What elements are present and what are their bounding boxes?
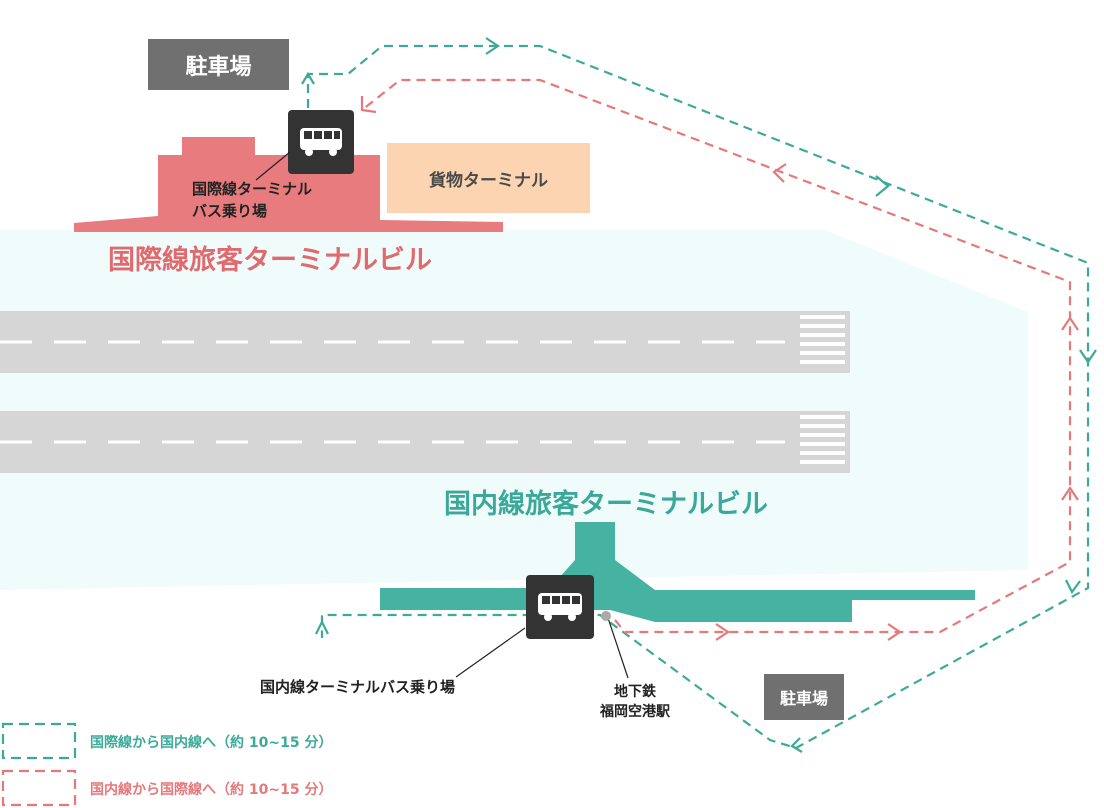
runway-south xyxy=(0,411,850,473)
intl-bus-stop-label: 国際線ターミナル バス乗り場 xyxy=(192,178,312,222)
domestic-terminal-title: 国内線旅客ターミナルビル xyxy=(444,489,768,520)
bus-icon xyxy=(288,110,354,174)
intl-bus-stop-label-line2: バス乗り場 xyxy=(192,202,268,220)
subway-label-line2: 福岡空港駅 xyxy=(600,704,670,720)
parking-bottom-label: 駐車場 xyxy=(779,689,828,708)
intl-bus-stop-label-line1: 国際線ターミナル xyxy=(192,180,313,198)
cargo-terminal-label: 貨物ターミナル xyxy=(429,170,548,191)
runway-north xyxy=(0,311,850,373)
international-terminal-title: 国際線旅客ターミナルビル xyxy=(108,245,432,276)
parking-top xyxy=(148,39,289,90)
legend-swatch-domestic-to-intl xyxy=(1,769,77,807)
legend-domestic-to-intl: 国内線から国際線へ（約 10~15 分） xyxy=(90,782,333,798)
subway-label-line1: 地下鉄 xyxy=(614,684,656,700)
route-domestic-to-intl xyxy=(361,78,1072,634)
intl-bus-pointer xyxy=(255,151,291,181)
route-domestic-to-intl-arrows xyxy=(360,96,1079,641)
parking-top-label: 駐車場 xyxy=(185,54,252,80)
subway-station-label: 地下鉄 福岡空港駅 xyxy=(590,682,680,722)
legend-swatch-intl-to-domestic xyxy=(1,722,77,760)
route-intl-to-domestic-arrows xyxy=(301,37,1097,753)
subway-station-dot xyxy=(601,611,611,621)
subway-pointer xyxy=(607,617,629,679)
bus-icon xyxy=(526,575,594,639)
domestic-bus-pointer xyxy=(455,627,526,678)
international-terminal-building xyxy=(74,137,503,232)
airfield-area xyxy=(0,230,1028,590)
parking-bottom xyxy=(764,674,844,720)
domestic-bus-stop-label: 国内線ターミナルバス乗り場 xyxy=(260,678,456,696)
legend-intl-to-domestic: 国際線から国内線へ（約 10~15 分） xyxy=(90,735,333,751)
cargo-terminal xyxy=(387,143,590,213)
